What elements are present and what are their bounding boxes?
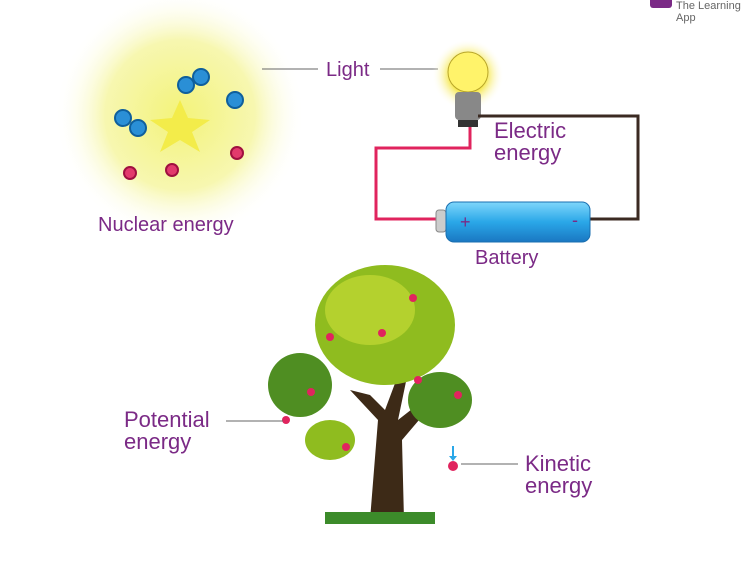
black-wire: [478, 114, 640, 221]
nuclear-reaction: [55, 0, 305, 240]
light-label: Light: [326, 59, 370, 81]
bulb-icon: [432, 39, 504, 127]
battery-plus: +: [460, 212, 471, 232]
battery-minus: -: [572, 210, 578, 230]
logo: [650, 0, 672, 8]
battery-icon: [435, 201, 591, 243]
tree-icon: [268, 265, 472, 524]
falling-apple: [448, 461, 458, 471]
nuclear-energy-label: Nuclear energy: [98, 214, 234, 236]
battery-label: Battery: [475, 247, 539, 269]
red-wire: [374, 127, 472, 221]
watermark: The Learning App: [676, 0, 741, 24]
